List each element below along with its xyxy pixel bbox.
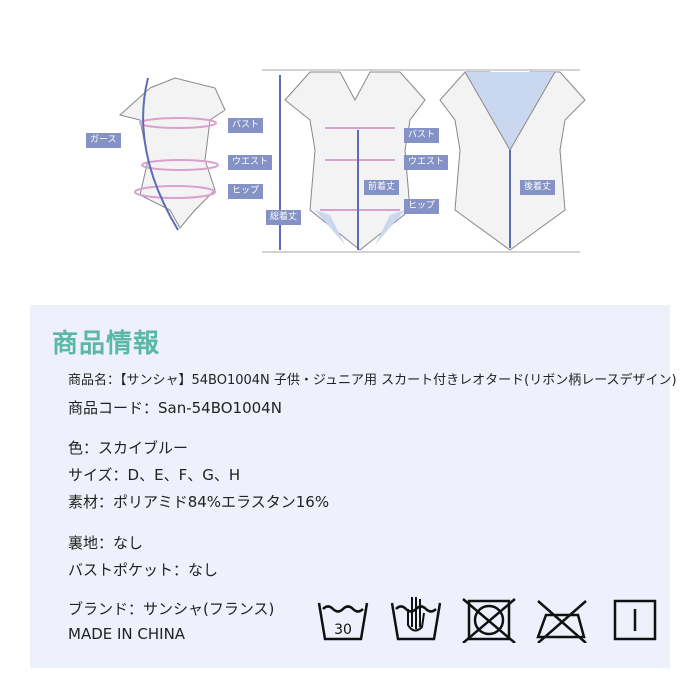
product-info-panel: 商品情報 商品名：【サンシャ】54BO1004N 子供・ジュニア用 スカート付き… <box>30 305 677 668</box>
color: 色：スカイブルー <box>68 439 189 457</box>
back-length-label: 後着丈 <box>520 180 556 195</box>
size-diagram: ガース バスト ウエスト ヒップ 総着丈 前着丈 バスト ウエスト ヒップ 後着… <box>0 0 700 290</box>
brand: ブランド：サンシャ(フランス) <box>68 600 275 618</box>
section-title: 商品情報 <box>52 329 161 359</box>
hip-label-2: ヒップ <box>404 199 440 214</box>
waist-label-2: ウエスト <box>404 155 449 170</box>
wash-30-icon: 30 <box>317 602 369 641</box>
product-name: 商品名：【サンシャ】54BO1004N 子供・ジュニア用 スカート付きレオタード… <box>68 373 677 388</box>
bust-label-2: バスト <box>404 128 440 143</box>
bust-pocket: バストポケット：なし <box>68 561 219 579</box>
girth-label: ガース <box>86 133 121 148</box>
product-code: 商品コード：San-54BO1004N <box>68 399 282 417</box>
svg-text:30: 30 <box>334 622 352 638</box>
no-iron-icon <box>536 600 587 643</box>
total-length-label: 総着丈 <box>266 210 302 225</box>
lining: 裏地：なし <box>68 534 144 552</box>
front-length-label: 前着丈 <box>364 180 400 195</box>
bust-label: バスト <box>228 118 264 133</box>
care-symbols: 30 <box>315 597 663 643</box>
sizes: サイズ：D、E、F、G、H <box>68 466 241 484</box>
origin: MADE IN CHINA <box>68 625 186 643</box>
hand-wash-icon <box>390 597 442 641</box>
line-dry-icon <box>613 599 657 641</box>
waist-label: ウエスト <box>228 155 273 170</box>
no-tumble-dry-icon <box>462 598 516 643</box>
leotard-3d-figure <box>118 77 226 229</box>
hip-label: ヒップ <box>228 184 264 199</box>
material: 素材：ポリアミド84%エラスタン16% <box>68 493 330 511</box>
leotard-illustrations <box>118 69 586 253</box>
